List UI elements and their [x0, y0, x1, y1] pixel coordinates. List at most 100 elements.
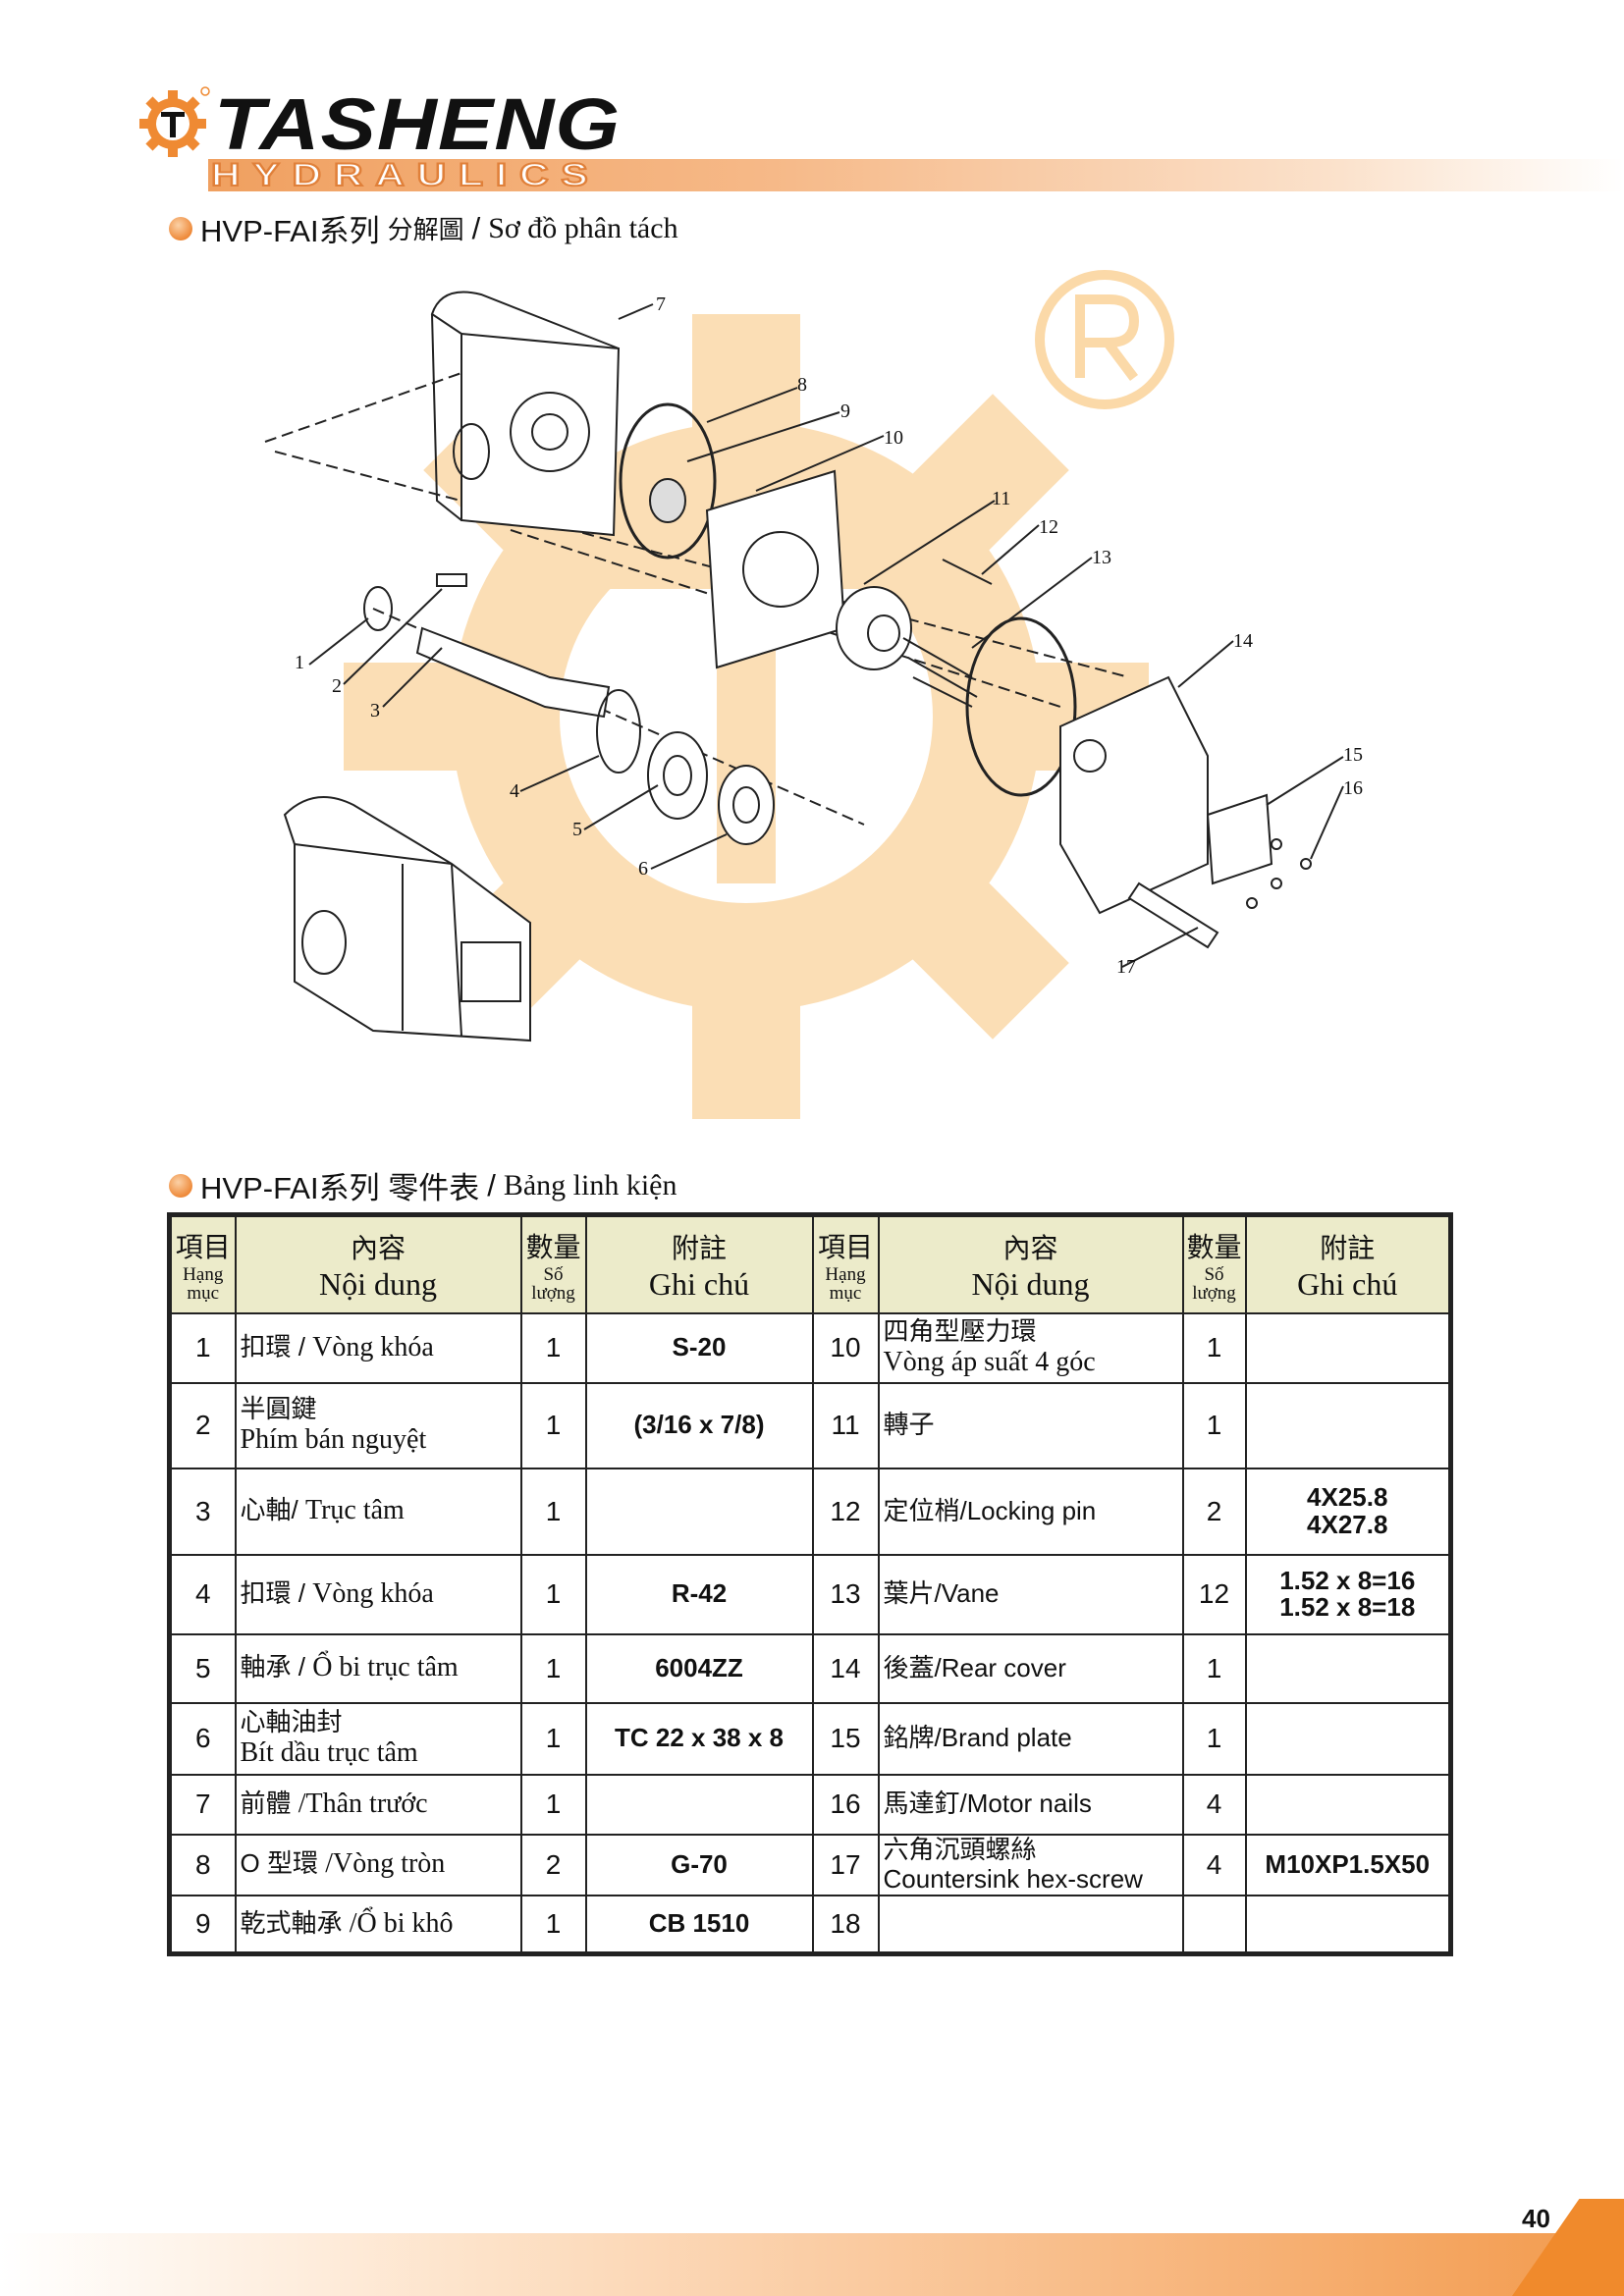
item-number: 16 [811, 1773, 880, 1836]
item-content: 銘牌/Brand plate [877, 1701, 1184, 1776]
item-number: 11 [811, 1381, 880, 1469]
callout-9: 9 [840, 400, 850, 422]
item-note [584, 1773, 814, 1836]
item-content: 扣環 / Vòng khóa [234, 1553, 522, 1635]
content-zh: 馬達釘/Motor nails [883, 1789, 1092, 1819]
item-note: 6004ZZ [584, 1632, 814, 1704]
header-vi: Hạng mục [825, 1264, 866, 1305]
logo-gear-icon [139, 86, 210, 157]
item-content [877, 1894, 1184, 1955]
content-zh: O 型環 [240, 1848, 318, 1879]
callout-17: 17 [1116, 956, 1136, 978]
content-vi: Vòng khóa [312, 1577, 434, 1609]
header-vi: Hạng mục [183, 1264, 224, 1305]
item-number: 7 [168, 1773, 237, 1836]
item-content: 六角沉頭螺絲 Countersink hex-screw [877, 1833, 1184, 1896]
section-title-parts: HVP-FAI系列 零件表 / Bảng linh kiện [169, 1163, 677, 1207]
header-zh: 數量 [1186, 1232, 1242, 1263]
item-number: 6 [168, 1701, 237, 1776]
item-number: 18 [811, 1894, 880, 1955]
callout-12: 12 [1039, 516, 1058, 538]
header-vi: Ghi chú [1297, 1265, 1398, 1302]
item-quantity: 4 [1181, 1773, 1247, 1836]
item-content: O 型環 /Vòng tròn [234, 1833, 522, 1896]
callout-4: 4 [510, 780, 519, 802]
item-note [1244, 1632, 1452, 1704]
callout-8: 8 [797, 374, 807, 396]
content-vi: Vòng khóa [312, 1331, 434, 1362]
header-zh: 項目 [175, 1232, 231, 1263]
brand-name: TASHENG [214, 83, 622, 165]
header-vi: Số lượng [1192, 1264, 1236, 1305]
footer-band [0, 2233, 1624, 2296]
callout-2: 2 [332, 675, 342, 697]
section-title-diagram: HVP-FAI系列 分解圖 / Sơ đồ phân tách [169, 206, 678, 250]
content-vi: /Ổ bi khô [349, 1907, 454, 1939]
item-note: R-42 [584, 1553, 814, 1635]
callout-3: 3 [370, 700, 380, 721]
item-note [584, 1467, 814, 1556]
header-zh: 項目 [817, 1232, 873, 1263]
item-content: 葉片/Vane [877, 1553, 1184, 1635]
content-zh: 定位梢/Locking pin [883, 1495, 1097, 1525]
header-zh: 數量 [525, 1232, 581, 1263]
item-note [1244, 1773, 1452, 1836]
item-number: 14 [811, 1632, 880, 1704]
item-quantity [1181, 1894, 1247, 1955]
item-quantity: 1 [519, 1467, 587, 1556]
item-quantity: 1 [519, 1381, 587, 1469]
item-note [1244, 1311, 1452, 1384]
item-quantity: 2 [1181, 1467, 1247, 1556]
item-content: 心軸/ Trục tâm [234, 1467, 522, 1556]
item-number: 2 [168, 1381, 237, 1469]
item-note: M10XP1.5X50 [1244, 1833, 1452, 1896]
item-number: 5 [168, 1632, 237, 1704]
item-note [1244, 1894, 1452, 1955]
item-number: 17 [811, 1833, 880, 1896]
content-zh: 六角沉頭螺絲 Countersink hex-screw [883, 1834, 1143, 1894]
callout-14: 14 [1233, 630, 1253, 652]
content-vi: Bít dầu trục tâm [240, 1736, 418, 1768]
item-quantity: 1 [519, 1311, 587, 1384]
callout-7: 7 [656, 294, 666, 315]
header-vi: Số lượng [531, 1264, 575, 1305]
item-quantity: 2 [519, 1833, 587, 1896]
item-number: 12 [811, 1467, 880, 1556]
item-number: 9 [168, 1894, 237, 1955]
item-content: 前體 /Thân trước [234, 1773, 522, 1836]
content-zh: 銘牌/Brand plate [883, 1723, 1072, 1753]
content-zh: 扣環 / [240, 1331, 305, 1362]
header-vi: Ghi chú [648, 1265, 750, 1302]
item-quantity: 1 [519, 1894, 587, 1955]
bullet-icon [169, 216, 192, 240]
content-zh: 後蓋/Rear cover [883, 1652, 1066, 1682]
callout-labels: 7 8 9 10 11 12 13 14 15 16 17 1 2 3 4 5 … [295, 294, 1363, 978]
content-zh: 半圓鍵 [240, 1393, 317, 1423]
content-vi: Vòng áp suất 4 góc [883, 1346, 1096, 1377]
content-zh: 扣環 / [240, 1577, 305, 1608]
page-number: 40 [1522, 2204, 1550, 2233]
item-quantity: 1 [1181, 1701, 1247, 1776]
callout-10: 10 [884, 427, 903, 449]
item-quantity: 1 [1181, 1381, 1247, 1469]
content-zh: 心軸油封 [240, 1706, 343, 1736]
callout-15: 15 [1343, 744, 1363, 766]
item-note: CB 1510 [584, 1894, 814, 1955]
item-note: (3/16 x 7/8) [584, 1381, 814, 1469]
content-zh: 乾式軸承 [240, 1907, 343, 1938]
content-vi: /Vòng tròn [325, 1848, 446, 1880]
item-quantity: 1 [1181, 1311, 1247, 1384]
item-quantity: 1 [1181, 1632, 1247, 1704]
